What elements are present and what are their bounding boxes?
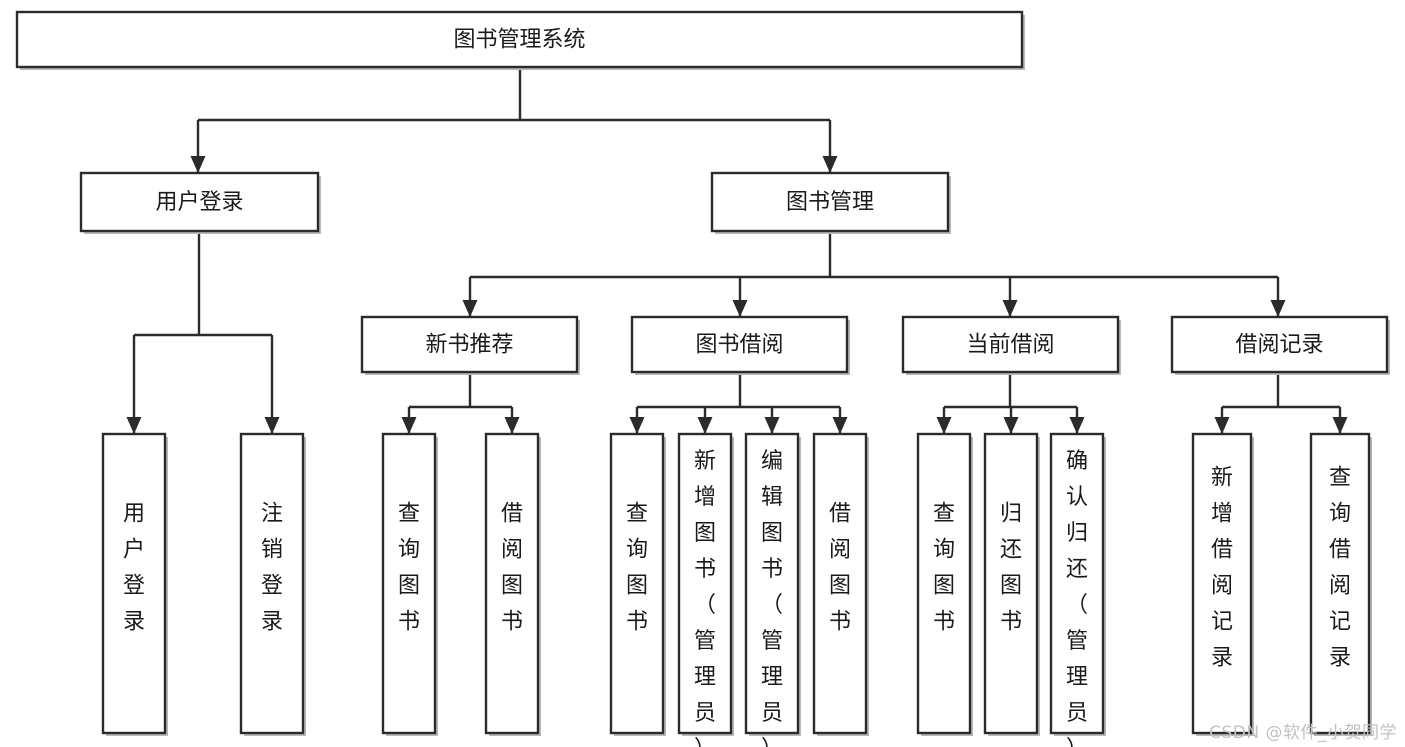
node-label: 新增借阅记录 (1211, 466, 1233, 671)
node-rect (901, 315, 1120, 374)
leaf-node-借阅图书[interactable]: 借阅图书 (812, 432, 869, 736)
node-label: 查询借阅记录 (1329, 466, 1351, 671)
connector-arrow-icon (697, 417, 713, 434)
level3-node-当前借阅[interactable]: 当前借阅 (901, 315, 1121, 375)
connector-arrow-icon (1270, 300, 1286, 317)
node-rect (812, 432, 868, 735)
node-rect (1309, 432, 1371, 735)
node-label: 归还图书 (1000, 502, 1022, 635)
node-label: 确认归还（管理员） (1066, 449, 1088, 747)
connector-arrow-icon (1002, 300, 1018, 317)
node-label: 图书管理 (786, 190, 874, 215)
node-label: 查询图书 (933, 502, 955, 635)
connector-arrow-icon (822, 156, 838, 173)
leaf-node-查询图书[interactable]: 查询图书 (916, 432, 973, 736)
connector-root-to-level2 (196, 67, 832, 173)
connector-book-management-to-level3 (468, 231, 1280, 317)
node-rect (239, 432, 305, 735)
level3-node-图书借阅[interactable]: 图书借阅 (630, 315, 850, 375)
node-rect (744, 432, 800, 735)
connector-borrow-record-to-leaves (1220, 372, 1342, 434)
connector-new-book-to-leaves (407, 372, 514, 434)
leaf-node-注销登录[interactable]: 注销登录 (239, 432, 306, 736)
leaf-node-新增借阅记录[interactable]: 新增借阅记录 (1191, 432, 1254, 736)
node-rect (609, 432, 665, 735)
root-node-图书管理系统[interactable]: 图书管理系统 (15, 10, 1025, 70)
leaf-node-查询借阅记录[interactable]: 查询借阅记录 (1309, 432, 1372, 736)
leaf-node-查询图书[interactable]: 查询图书 (609, 432, 666, 736)
node-rect (710, 171, 950, 233)
connector-arrow-icon (1003, 417, 1019, 434)
leaf-node-用户登录[interactable]: 用户登录 (101, 432, 168, 736)
connector-arrow-icon (126, 417, 142, 434)
node-rect (484, 432, 540, 735)
node-rect (1170, 315, 1389, 374)
node-label: 编辑图书（管理员） (761, 449, 783, 747)
node-label: 借阅记录 (1235, 333, 1323, 358)
node-rect (79, 171, 320, 233)
node-label: 当前借阅 (966, 333, 1054, 358)
connectors-layer (126, 67, 1348, 434)
node-label: 借阅图书 (829, 502, 851, 635)
watermark-label: CSDN @软件_小贺同学 (1209, 723, 1397, 743)
node-rect (983, 432, 1039, 735)
node-rect (630, 315, 849, 374)
connector-arrow-icon (764, 417, 780, 434)
leaf-node-归还图书[interactable]: 归还图书 (983, 432, 1040, 736)
connector-arrow-icon (264, 417, 280, 434)
level2-node-用户登录[interactable]: 用户登录 (79, 171, 321, 234)
connector-arrow-icon (401, 417, 417, 434)
connector-arrow-icon (190, 156, 206, 173)
connector-arrow-icon (1069, 417, 1085, 434)
connector-arrow-icon (732, 300, 748, 317)
leaf-node-编辑图书管理员[interactable]: 编辑图书（管理员） (744, 432, 801, 747)
leaf-node-确认归还管理员[interactable]: 确认归还（管理员） (1049, 432, 1106, 747)
node-label: 图书管理系统 (453, 28, 585, 53)
connector-user-login-to-leaves (132, 231, 274, 434)
level3-node-新书推荐[interactable]: 新书推荐 (360, 315, 580, 375)
node-rect (360, 315, 579, 374)
leaf-node-新增图书管理员[interactable]: 新增图书（管理员） (677, 432, 734, 747)
node-rect (1191, 432, 1253, 735)
node-label: 图书借阅 (695, 333, 783, 358)
node-label: 用户登录 (155, 190, 243, 215)
leaf-node-借阅图书[interactable]: 借阅图书 (484, 432, 541, 736)
node-rect (916, 432, 972, 735)
connector-arrow-icon (629, 417, 645, 434)
node-rect (677, 432, 733, 735)
node-boxes-layer: 图书管理系统用户登录图书管理新书推荐图书借阅当前借阅借阅记录用户登录注销登录查询… (15, 10, 1390, 747)
node-label: 新书推荐 (425, 333, 513, 358)
node-label: 查询图书 (626, 502, 648, 635)
node-label: 新增图书（管理员） (694, 449, 716, 747)
connector-arrow-icon (1214, 417, 1230, 434)
connector-arrow-icon (1332, 417, 1348, 434)
connector-book-borrow-to-leaves (635, 372, 842, 434)
node-rect (381, 432, 437, 735)
node-rect (1049, 432, 1105, 735)
level3-node-借阅记录[interactable]: 借阅记录 (1170, 315, 1390, 375)
connector-arrow-icon (832, 417, 848, 434)
connector-arrow-icon (936, 417, 952, 434)
leaf-node-查询图书[interactable]: 查询图书 (381, 432, 438, 736)
connector-arrow-icon (504, 417, 520, 434)
connector-arrow-icon (462, 300, 478, 317)
node-label: 注销登录 (261, 502, 283, 635)
node-label: 查询图书 (398, 502, 420, 635)
node-rect (15, 10, 1024, 69)
level2-node-图书管理[interactable]: 图书管理 (710, 171, 951, 234)
node-rect (101, 432, 167, 735)
node-label: 借阅图书 (501, 502, 523, 635)
node-label: 用户登录 (123, 502, 145, 635)
